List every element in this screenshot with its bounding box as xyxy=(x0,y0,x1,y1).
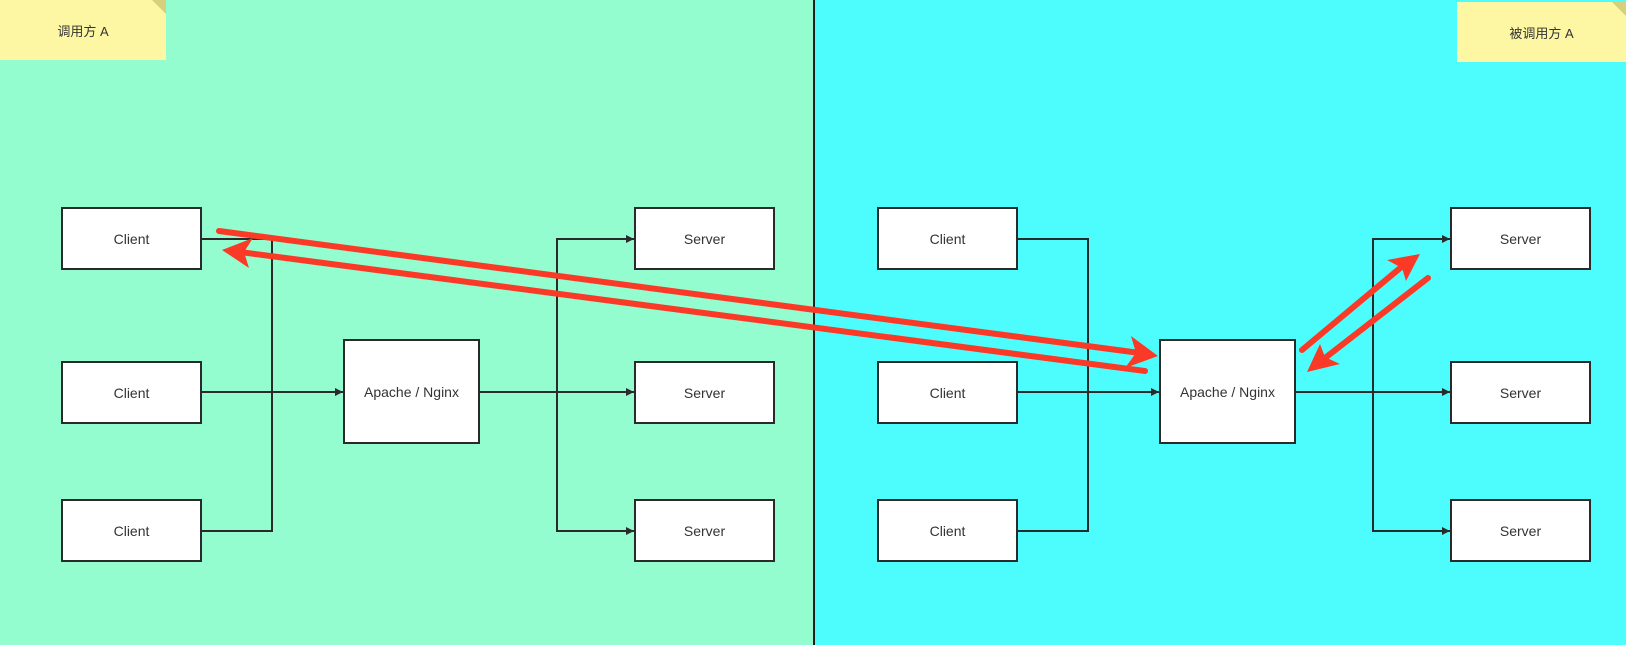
node-label: Client xyxy=(929,230,966,247)
node-label: Client xyxy=(113,522,150,539)
caller-client-node-2[interactable]: Client xyxy=(61,361,202,424)
callee-client-node-3[interactable]: Client xyxy=(877,499,1018,562)
caller-server-node-3[interactable]: Server xyxy=(634,499,775,562)
node-label: Server xyxy=(1499,384,1542,401)
node-label: Client xyxy=(929,384,966,401)
callee-note-label: 被调用方 A xyxy=(1509,25,1574,41)
callee-sticky-note: 被调用方 A xyxy=(1457,2,1626,62)
panel-divider xyxy=(813,0,815,645)
callee-client-node-2[interactable]: Client xyxy=(877,361,1018,424)
callee-server-node-1[interactable]: Server xyxy=(1450,207,1591,270)
node-label: Server xyxy=(683,522,726,539)
node-label: Apache / Nginx xyxy=(1180,383,1275,400)
note-fold-corner xyxy=(152,0,166,14)
node-label: Server xyxy=(1499,522,1542,539)
caller-sticky-note: 调用方 A xyxy=(0,0,166,60)
node-label: Apache / Nginx xyxy=(364,383,459,400)
node-label: Server xyxy=(683,230,726,247)
callee-client-node-1[interactable]: Client xyxy=(877,207,1018,270)
callee-proxy-node[interactable]: Apache / Nginx xyxy=(1159,339,1296,444)
caller-client-node-3[interactable]: Client xyxy=(61,499,202,562)
callee-server-node-2[interactable]: Server xyxy=(1450,361,1591,424)
node-label: Client xyxy=(929,522,966,539)
caller-proxy-node[interactable]: Apache / Nginx xyxy=(343,339,480,444)
node-label: Server xyxy=(1499,230,1542,247)
node-label: Client xyxy=(113,384,150,401)
node-label: Client xyxy=(113,230,150,247)
node-label: Server xyxy=(683,384,726,401)
caller-server-node-2[interactable]: Server xyxy=(634,361,775,424)
callee-server-node-3[interactable]: Server xyxy=(1450,499,1591,562)
note-fold-corner xyxy=(1612,2,1626,16)
caller-client-node-1[interactable]: Client xyxy=(61,207,202,270)
caller-note-label: 调用方 A xyxy=(57,23,109,39)
caller-server-node-1[interactable]: Server xyxy=(634,207,775,270)
